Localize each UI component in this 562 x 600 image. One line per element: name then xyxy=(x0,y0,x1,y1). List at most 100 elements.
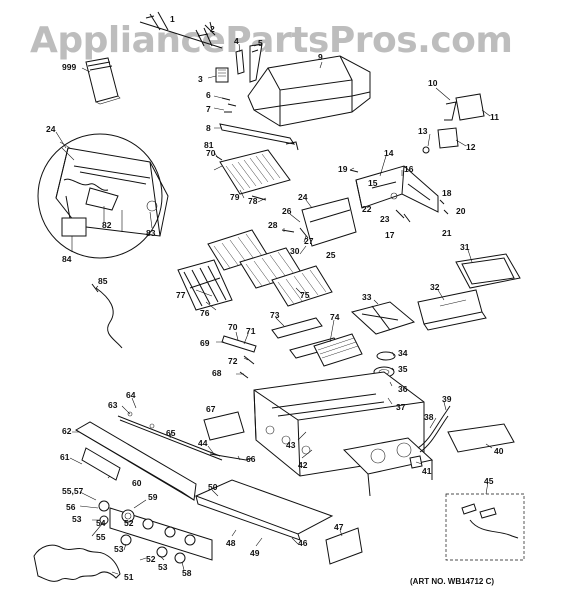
label-part-73: 73 xyxy=(270,310,280,320)
label-part-39: 39 xyxy=(442,394,452,404)
bottom-shelf xyxy=(194,479,334,541)
label-part-79: 79 xyxy=(230,192,240,202)
grill-hood xyxy=(247,55,371,127)
label-part-22: 22 xyxy=(362,204,372,214)
cover-edge xyxy=(33,544,121,582)
label-part-12: 12 xyxy=(466,142,476,152)
rotisserie-spit xyxy=(139,11,223,49)
label-part-52-lower: 52 xyxy=(146,554,156,564)
label-part-5: 5 xyxy=(258,38,263,48)
label-part-23: 23 xyxy=(380,214,390,224)
label-part-65: 65 xyxy=(166,428,176,438)
label-part-15: 15 xyxy=(368,178,378,188)
label-part-11: 11 xyxy=(490,112,499,122)
label-part-55: 55 xyxy=(96,532,106,542)
door-bracket xyxy=(325,527,363,565)
label-part-41: 41 xyxy=(422,466,432,476)
label-part-2: 2 xyxy=(210,24,215,34)
label-part-84: 84 xyxy=(62,254,72,264)
label-part-28: 28 xyxy=(268,220,278,230)
label-part-25: 25 xyxy=(326,250,336,260)
label-part-21: 21 xyxy=(442,228,452,238)
infrared-burner xyxy=(313,333,363,367)
label-part-8: 8 xyxy=(206,123,211,133)
flavor-bars xyxy=(177,259,233,311)
label-part-47: 47 xyxy=(334,522,344,532)
label-part-10: 10 xyxy=(428,78,438,88)
label-part-26: 26 xyxy=(282,206,292,216)
label-part-44: 44 xyxy=(198,438,208,448)
drip-pan xyxy=(455,253,521,289)
watermark-text: AppliancePartsPros.com xyxy=(30,20,512,61)
power-cord xyxy=(91,283,123,349)
label-part-13: 13 xyxy=(418,126,428,136)
manual-booklet xyxy=(85,57,121,105)
ignition-module xyxy=(422,93,485,154)
label-part-3: 3 xyxy=(198,74,203,84)
heat-shield xyxy=(281,197,357,247)
label-part-69: 69 xyxy=(200,338,210,348)
label-part-19: 19 xyxy=(338,164,348,174)
side-burner-grate xyxy=(350,301,416,335)
label-part-40: 40 xyxy=(494,446,504,456)
label-part-7: 7 xyxy=(206,104,211,114)
label-part-83: 83 xyxy=(146,228,156,238)
label-part-72: 72 xyxy=(228,356,238,366)
label-part-64: 64 xyxy=(126,390,136,400)
label-part-56: 56 xyxy=(66,502,76,512)
label-part-50: 50 xyxy=(208,482,218,492)
grease-tray xyxy=(417,289,487,331)
art-number-label: (ART NO. WB14712 C) xyxy=(410,577,494,586)
label-part-81: 81 xyxy=(204,140,214,150)
control-bracket xyxy=(349,165,449,223)
label-part-71: 71 xyxy=(246,326,256,336)
label-part-68: 68 xyxy=(212,368,222,378)
label-part-67: 67 xyxy=(206,404,216,414)
label-part-76: 76 xyxy=(200,308,210,318)
label-part-48: 48 xyxy=(226,538,236,548)
warming-rack xyxy=(219,149,291,195)
label-part-4: 4 xyxy=(234,36,239,46)
label-part-999: 999 xyxy=(62,62,76,72)
label-part-42: 42 xyxy=(298,460,308,470)
label-part-58: 58 xyxy=(182,568,192,578)
label-part-32: 32 xyxy=(430,282,440,292)
label-part-78: 78 xyxy=(248,196,258,206)
label-part-77: 77 xyxy=(176,290,186,300)
label-part-27: 27 xyxy=(304,236,314,246)
label-part-1: 1 xyxy=(170,14,175,24)
label-part-24-inset: 24 xyxy=(46,124,56,134)
valve-panel xyxy=(109,507,213,561)
label-part-45: 45 xyxy=(484,476,494,486)
label-part-36: 36 xyxy=(398,384,408,394)
access-panel xyxy=(447,423,515,453)
label-part-18: 18 xyxy=(442,188,452,198)
cooking-grates xyxy=(207,229,333,307)
label-part-53-mid: 53 xyxy=(114,544,124,554)
label-part-31: 31 xyxy=(460,242,470,252)
leader-lines xyxy=(55,43,493,575)
label-part-62: 62 xyxy=(62,426,72,436)
gas-manifold xyxy=(117,411,253,461)
label-part-43: 43 xyxy=(286,440,296,450)
label-part-54: 54 xyxy=(96,518,106,528)
side-burner-shelf xyxy=(342,437,434,497)
label-part-52-upper: 52 xyxy=(124,518,134,528)
label-part-82: 82 xyxy=(102,220,112,230)
label-part-49: 49 xyxy=(250,548,260,558)
label-part-6: 6 xyxy=(206,90,211,100)
label-part-24-shield: 24 xyxy=(298,192,308,202)
label-part-20: 20 xyxy=(456,206,466,216)
part-labels: 1 2 3 4 5 6 7 8 9 10 11 12 13 14 15 16 1… xyxy=(46,14,504,582)
label-part-16: 16 xyxy=(404,164,414,174)
label-part-34: 34 xyxy=(398,348,408,358)
label-part-61: 61 xyxy=(60,452,70,462)
label-part-70-lower: 70 xyxy=(228,322,238,332)
rotisserie-motor xyxy=(215,67,229,83)
label-part-14: 14 xyxy=(384,148,394,158)
label-part-53-left: 53 xyxy=(72,514,82,524)
cart-inset-view xyxy=(37,133,169,259)
label-part-59: 59 xyxy=(148,492,158,502)
gas-hose xyxy=(417,405,451,453)
